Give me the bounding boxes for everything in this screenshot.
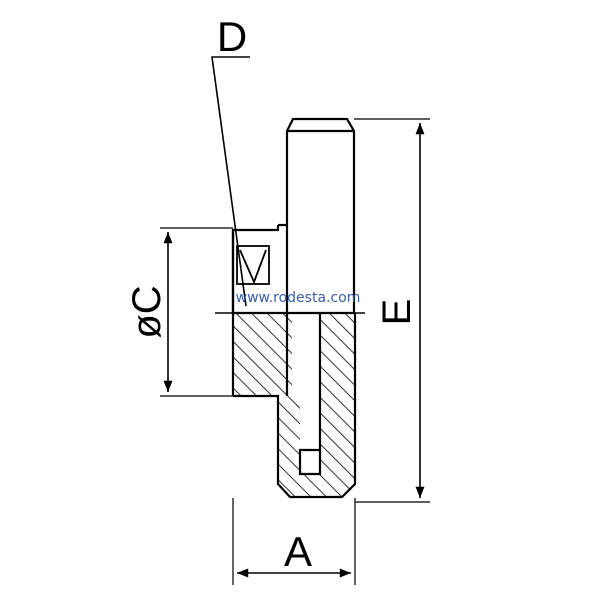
seal-detail bbox=[236, 245, 270, 285]
extension-lines bbox=[160, 118, 430, 585]
label-e: E bbox=[375, 299, 419, 326]
label-d: D bbox=[217, 13, 247, 60]
hatched-section bbox=[233, 313, 355, 497]
label-c: øC bbox=[125, 285, 169, 338]
label-a: A bbox=[284, 528, 312, 575]
leader-d bbox=[211, 56, 250, 307]
dimension-lines bbox=[163, 123, 425, 578]
watermark-text: www.rodesta.com bbox=[236, 290, 361, 306]
part-outline bbox=[231, 117, 357, 499]
